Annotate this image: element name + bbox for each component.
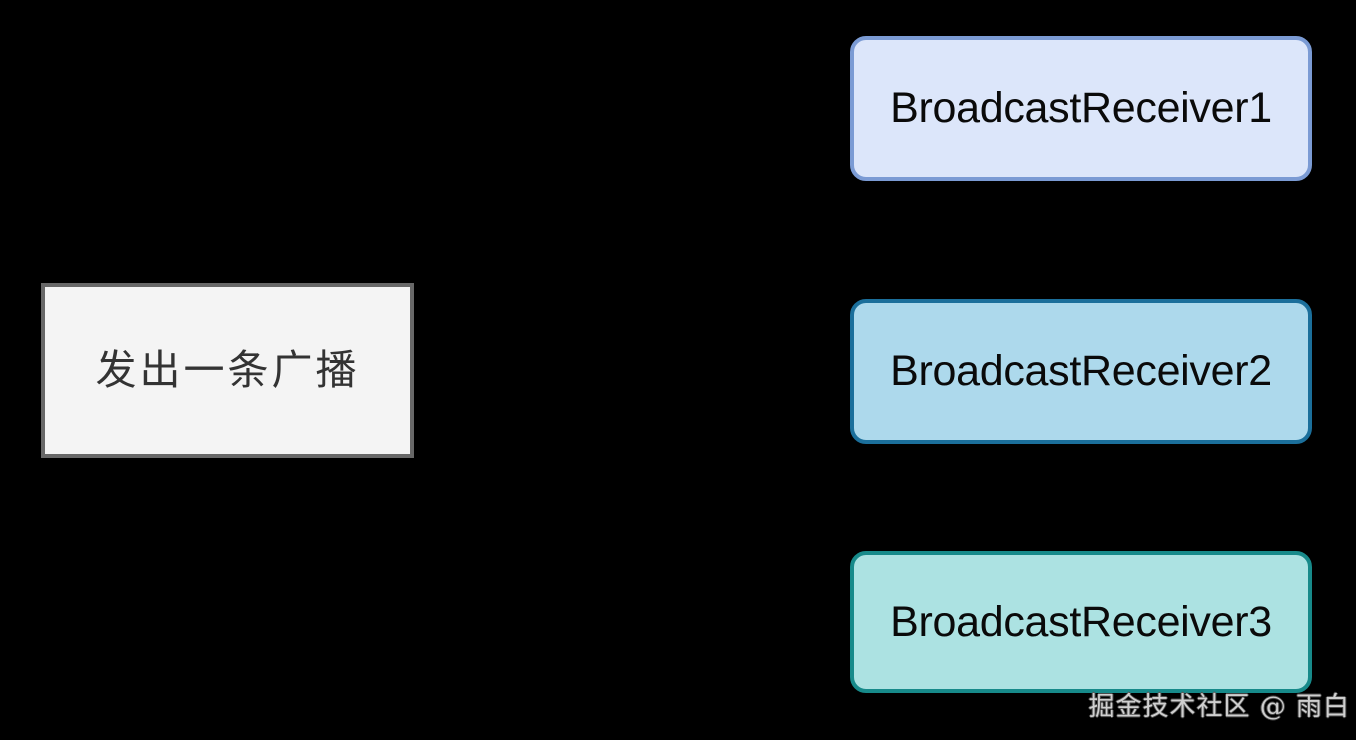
node-receiver-1-label: BroadcastReceiver1 xyxy=(890,84,1272,132)
node-broadcast-receiver-3: BroadcastReceiver3 xyxy=(850,551,1312,693)
node-broadcast-receiver-1: BroadcastReceiver1 xyxy=(850,36,1312,181)
watermark-text: 掘金技术社区 @ 雨白 xyxy=(1088,692,1350,722)
node-broadcast-receiver-2: BroadcastReceiver2 xyxy=(850,299,1312,444)
node-sender-label: 发出一条广播 xyxy=(95,346,360,394)
node-receiver-2-label: BroadcastReceiver2 xyxy=(890,347,1272,395)
node-receiver-3-label: BroadcastReceiver3 xyxy=(890,597,1272,646)
node-broadcast-sender: 发出一条广播 xyxy=(41,283,414,458)
